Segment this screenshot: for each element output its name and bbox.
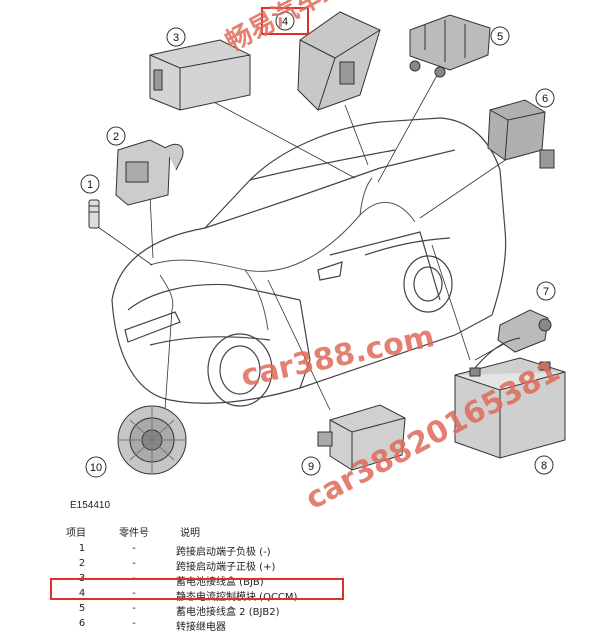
svg-text:8: 8: [541, 460, 547, 472]
callout-9: 9: [301, 456, 321, 476]
row-part-number: -: [132, 543, 136, 554]
callout-5: 5: [490, 26, 510, 46]
row-part-number: -: [132, 618, 136, 629]
header-description: 说明: [180, 528, 200, 539]
row-item: 2: [78, 558, 86, 569]
battery-junction-box-2: [409, 14, 491, 78]
row-description: 静态电流控制模块 (QCCM): [176, 592, 298, 603]
row-part-number: -: [132, 558, 136, 569]
header-part-number: 零件号: [119, 528, 149, 539]
row-item: 4: [78, 588, 86, 599]
callout-10: 10: [85, 456, 107, 478]
callout-3: 3: [166, 27, 186, 47]
row-description: 跨接启动端子负极 (-): [176, 547, 271, 558]
power-module: [317, 404, 406, 471]
battery-junction-box: [149, 39, 251, 111]
row-highlight-box: [50, 578, 344, 600]
callout-1: 1: [80, 174, 100, 194]
svg-text:3: 3: [173, 32, 179, 44]
figure-id: E154410: [70, 500, 111, 511]
row-description: 蓄电池接线盒 2 (BJB2): [176, 607, 280, 618]
table-header: 项目 零件号 说明: [0, 524, 614, 539]
svg-text:4: 4: [282, 16, 288, 28]
row-item: 1: [78, 543, 86, 554]
svg-text:9: 9: [308, 461, 314, 473]
vehicle-outline: [111, 117, 507, 407]
battery-monitoring-sensor: [497, 309, 552, 353]
jump-start-negative-terminal: [88, 199, 100, 229]
svg-text:1: 1: [87, 179, 93, 191]
callout-8: 8: [534, 455, 554, 475]
header-item: 项目: [66, 528, 86, 539]
jump-start-positive-terminal: [115, 139, 184, 206]
battery: [454, 337, 566, 459]
callouts: 1 2 3 4 5 6 7 8: [80, 7, 556, 478]
wiring-harness: [149, 177, 416, 331]
quiescent-current-control-module: [297, 11, 381, 111]
svg-text:7: 7: [543, 286, 549, 298]
table-row: 1 - 跨接启动端子负极 (-): [0, 543, 614, 558]
table-row: 5 - 蓄电池接线盒 2 (BJB2): [0, 603, 614, 618]
row-part-number: -: [132, 603, 136, 614]
svg-text:2: 2: [113, 131, 119, 143]
component-location-diagram: 1 2 3 4 5 6 7 8: [80, 7, 566, 478]
table-row: 2 - 跨接启动端子正极 (+): [0, 558, 614, 573]
svg-text:5: 5: [497, 31, 503, 43]
row-item: 6: [78, 618, 86, 629]
callout-6: 6: [535, 88, 555, 108]
callout-4: 4: [261, 7, 309, 35]
callout-2: 2: [106, 126, 126, 146]
svg-text:6: 6: [542, 93, 548, 105]
table-row-highlighted: 4 - 静态电流控制模块 (QCCM): [0, 588, 614, 603]
svg-text:10: 10: [90, 462, 102, 474]
transfer-relay: [487, 99, 555, 169]
callout-4-highlight: [261, 7, 309, 35]
row-part-number: -: [132, 588, 136, 599]
row-description: 蓄电池接线盒 (BJB): [176, 577, 264, 588]
row-description: 跨接启动端子正极 (+): [176, 562, 276, 573]
callout-7: 7: [536, 281, 556, 301]
row-item: 5: [78, 603, 86, 614]
generator: [117, 405, 187, 475]
